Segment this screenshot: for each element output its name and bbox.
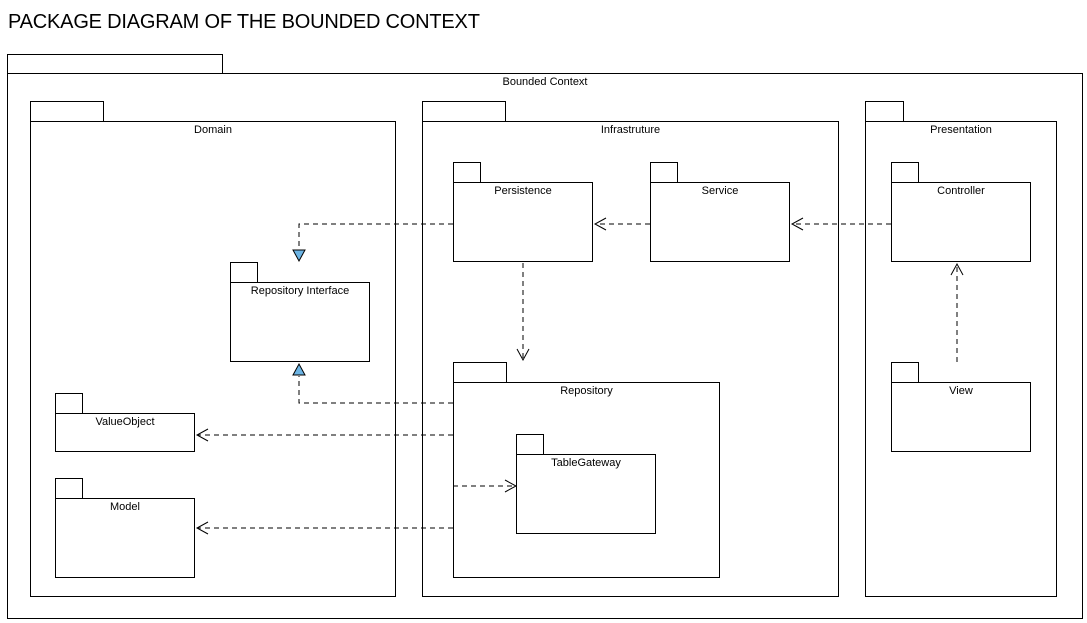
presentation-package-label: Presentation [930, 124, 992, 136]
domain-package-tab [30, 101, 104, 122]
repository-interface-package-label: Repository Interface [250, 285, 350, 297]
infrastructure-package-tab [422, 101, 506, 122]
view-package[interactable]: View [891, 382, 1031, 452]
diagram-title: PACKAGE DIAGRAM OF THE BOUNDED CONTEXT [8, 11, 480, 33]
controller-package[interactable]: Controller [891, 182, 1031, 262]
repository-package-label: Repository [560, 385, 613, 397]
service-package-tab [650, 162, 678, 183]
model-package-tab [55, 478, 83, 499]
controller-package-tab [891, 162, 919, 183]
service-package-label: Service [701, 185, 739, 197]
presentation-package-tab [865, 101, 904, 122]
persistence-package-tab [453, 162, 481, 183]
persistence-package-label: Persistence [494, 185, 552, 197]
persistence-package[interactable]: Persistence [453, 182, 593, 262]
table-gateway-package[interactable]: TableGateway [516, 454, 656, 534]
bounded-context-package-label: Bounded Context [502, 76, 588, 88]
model-package-label: Model [110, 501, 140, 513]
view-package-label: View [949, 385, 973, 397]
repository-interface-package[interactable]: Repository Interface [230, 282, 370, 362]
model-package[interactable]: Model [55, 498, 195, 578]
view-package-tab [891, 362, 919, 383]
infrastructure-package-label: Infrastruture [600, 124, 661, 136]
service-package[interactable]: Service [650, 182, 790, 262]
value-object-package-tab [55, 393, 83, 414]
controller-package-label: Controller [937, 185, 985, 197]
table-gateway-package-label: TableGateway [551, 457, 621, 469]
bounded-context-package-tab [7, 54, 223, 74]
table-gateway-package-tab [516, 434, 544, 455]
value-object-package-label: ValueObject [95, 416, 155, 428]
domain-package-label: Domain [194, 124, 232, 136]
repository-package-tab [453, 362, 507, 383]
value-object-package[interactable]: ValueObject [55, 413, 195, 452]
repository-interface-package-tab [230, 262, 258, 283]
